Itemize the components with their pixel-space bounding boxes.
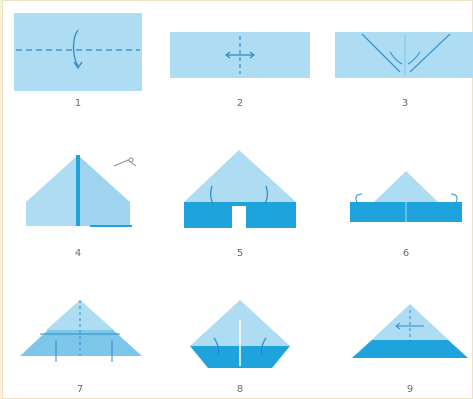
arrowhead-right-icon (249, 51, 255, 59)
step-5-label: 5 (237, 248, 243, 259)
paper-rectangle (335, 32, 473, 78)
center-crease (76, 155, 80, 226)
fold-arrow-icon (355, 193, 363, 205)
step-7-label: 7 (77, 384, 83, 395)
paper-left-half (26, 155, 78, 226)
step-2-label: 2 (237, 98, 243, 109)
fold-arrow-icon (260, 337, 267, 357)
fold-arrow-icon (213, 337, 220, 357)
turn-over-symbol-icon (128, 157, 134, 163)
step-6-label: 6 (403, 248, 409, 259)
turn-over-icon (113, 159, 137, 167)
step-2-figure: 2 (170, 32, 310, 109)
fold-arrow-icon (450, 193, 458, 205)
paper-triangle (374, 171, 438, 202)
paper-triangle (184, 150, 296, 202)
paper-right-half (78, 155, 130, 226)
step-4-label: 4 (75, 248, 81, 259)
step-1-figure: 1 (14, 13, 142, 109)
fold-arrow-icon (407, 51, 421, 65)
fold-arrow-icon (264, 185, 268, 205)
diagonal-fold-left (361, 33, 401, 73)
step-9-label: 9 (407, 384, 413, 395)
arrowhead-left-icon (225, 51, 231, 59)
arrowhead-icon (73, 61, 83, 70)
step-9-figure: 9 (352, 304, 468, 395)
fold-arrow-icon (72, 29, 79, 67)
step-4-figure: 4 (26, 155, 137, 259)
step-5-figure: 5 (184, 150, 296, 259)
diagonal-fold-right (409, 33, 451, 73)
center-gap (232, 206, 246, 228)
step-7-figure: 7 (20, 300, 142, 395)
step-8-figure: 8 (190, 300, 290, 395)
fold-arrow-icon (389, 51, 403, 65)
paper-rectangle (14, 13, 142, 91)
fold-arrow-icon (210, 185, 214, 205)
step-6-figure: 6 (350, 171, 462, 259)
step-3-figure: 3 (335, 32, 473, 109)
step-8-label: 8 (237, 384, 243, 395)
paper-base-band (352, 340, 468, 358)
step-1-label: 1 (75, 98, 81, 109)
step-3-label: 3 (402, 98, 408, 109)
arrowhead-left-icon (395, 322, 401, 330)
